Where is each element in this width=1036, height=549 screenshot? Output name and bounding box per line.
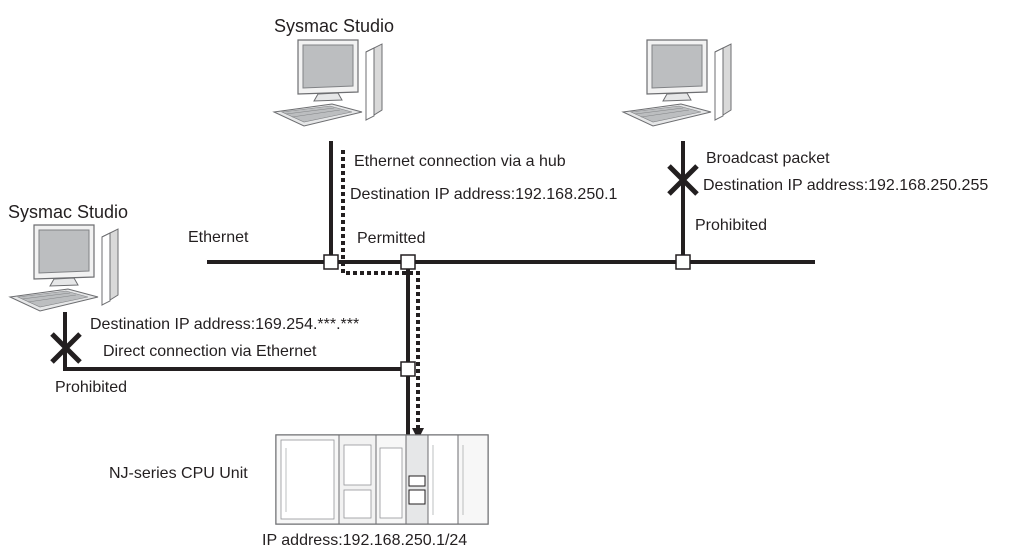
prohibited-x-icon <box>667 164 699 196</box>
ethernet-label: Ethernet <box>188 229 249 246</box>
hub-box <box>323 254 339 270</box>
direct-destination-label: Destination IP address:169.254.***.*** <box>90 316 359 333</box>
arrowhead-icon <box>412 428 424 440</box>
cpu-unit-label: NJ-series CPU Unit <box>109 465 248 482</box>
computer-icon <box>9 224 119 312</box>
direct-connection-line <box>63 312 408 371</box>
hub-box <box>400 361 416 377</box>
hub-box <box>400 254 416 270</box>
hub-destination-label: Destination IP address:192.168.250.1 <box>350 186 618 203</box>
prohibited-x-icon <box>50 332 82 364</box>
hub-box <box>675 254 691 270</box>
prohibited-left-label: Prohibited <box>55 379 127 396</box>
permitted-label: Permitted <box>357 230 425 247</box>
direct-connection-label: Direct connection via Ethernet <box>103 343 317 360</box>
pc-left-title: Sysmac Studio <box>8 202 128 222</box>
broadcast-destination-label: Destination IP address:192.168.250.255 <box>703 177 988 194</box>
broadcast-label: Broadcast packet <box>706 150 830 167</box>
computer-icon <box>273 39 383 127</box>
prohibited-right-label: Prohibited <box>695 217 767 234</box>
cpu-ip-label: IP address:192.168.250.1/24 <box>262 532 467 549</box>
pc-top-title: Sysmac Studio <box>274 16 394 36</box>
hub-connection-label: Ethernet connection via a hub <box>354 153 566 170</box>
computer-icon <box>622 39 732 127</box>
cpu-unit-icon <box>275 434 489 525</box>
permitted-path <box>341 150 420 429</box>
